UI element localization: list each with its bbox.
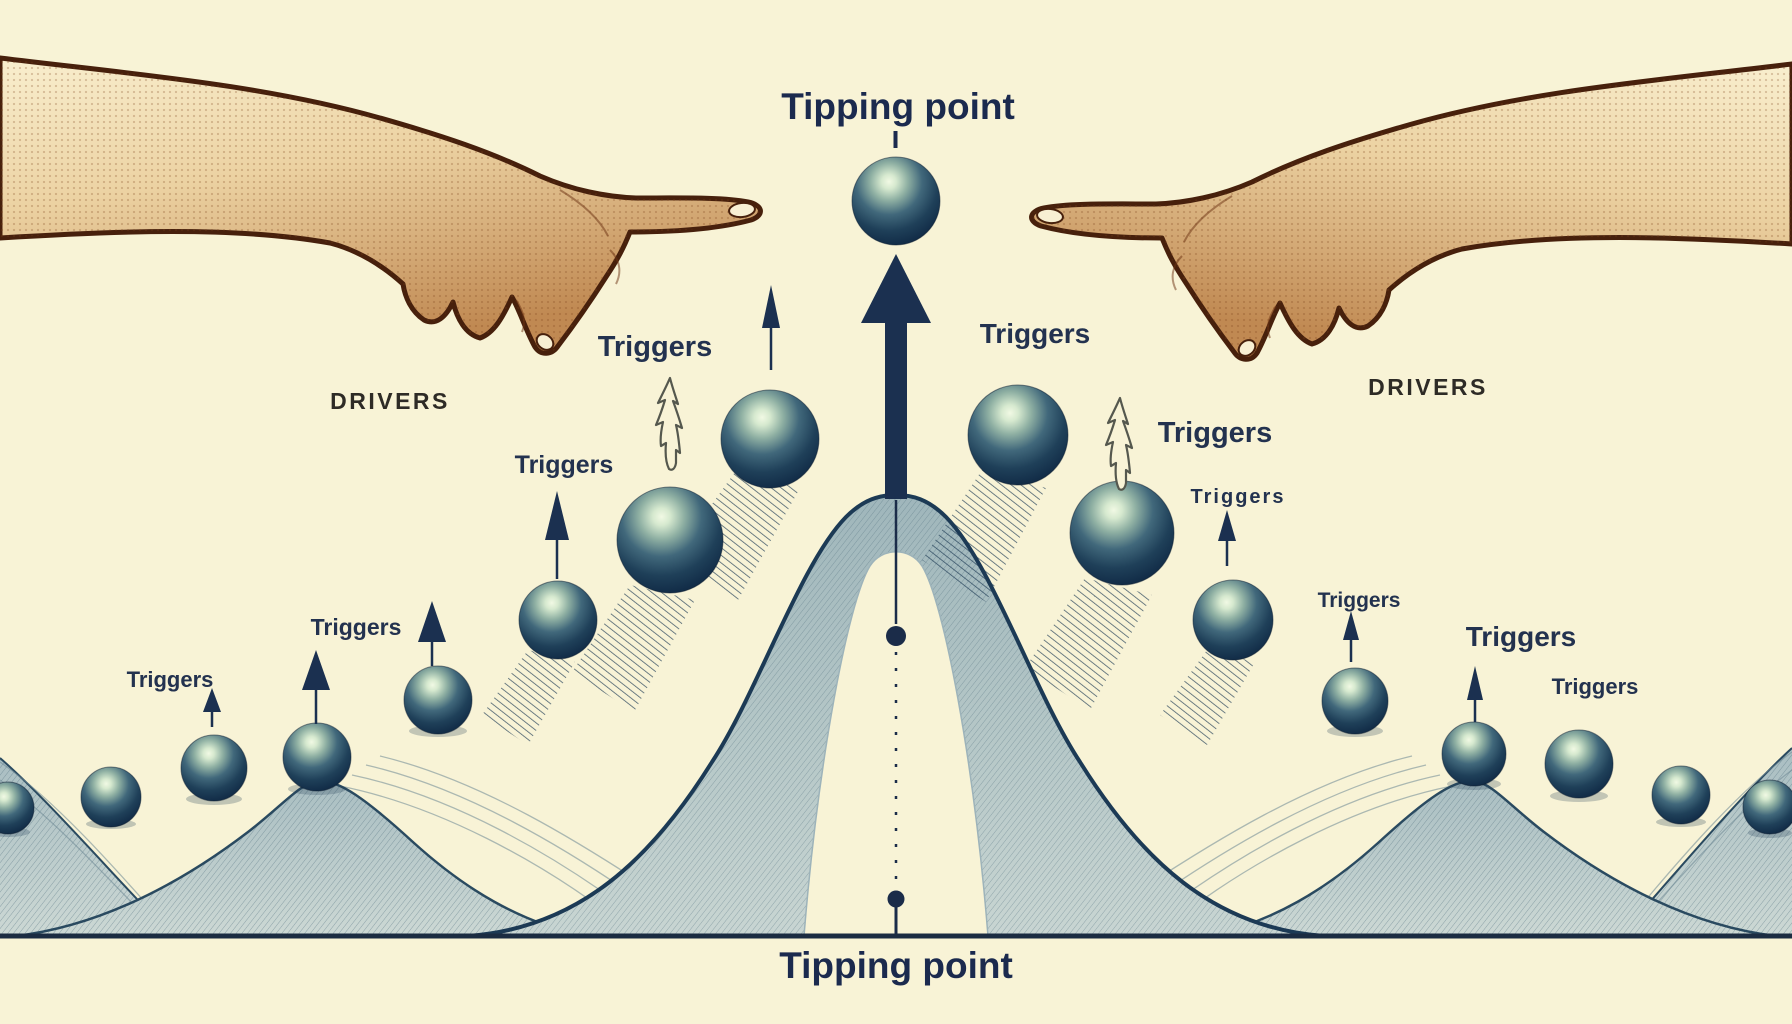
small-up-arrow-icon (1218, 510, 1236, 566)
spheres (0, 156, 1792, 835)
sphere-l6 (518, 580, 598, 660)
big-up-arrow-icon (861, 254, 931, 499)
sphere-l8 (720, 389, 820, 489)
sphere-r4 (1441, 721, 1507, 787)
tipping-point-title-bottom: Tipping point (779, 945, 1013, 986)
small-up-arrow-icon (762, 285, 780, 370)
corner-slope-left (0, 757, 173, 937)
tipping-point-title-top: Tipping point (781, 86, 1015, 127)
sphere-r8 (967, 384, 1069, 486)
tipping-axis (886, 500, 906, 934)
sphere-l7 (616, 486, 724, 594)
small-up-arrow-icon (1343, 611, 1359, 662)
sphere-r7 (1069, 480, 1175, 586)
sphere-r6 (1192, 579, 1274, 661)
sphere-l1 (0, 781, 35, 835)
small-up-arrow-icon (418, 601, 446, 666)
dot-marker-icon (887, 890, 905, 908)
sphere-l4 (282, 722, 352, 792)
triggers-label-r2: Triggers (1158, 417, 1272, 449)
sphere-l3 (180, 734, 248, 802)
trigger-arrows (203, 285, 1483, 727)
mountain-inner-window (803, 551, 989, 937)
triggers-label-l3: Triggers (515, 451, 614, 479)
small-up-arrow-icon (302, 650, 330, 724)
triggers-label-l4: Triggers (598, 331, 712, 363)
small-up-arrow-icon (545, 491, 569, 579)
sphere-r2 (1651, 765, 1711, 825)
triggers-label-r6: Triggers (1552, 674, 1639, 699)
triggers-label-r3: Triggers (1191, 486, 1286, 508)
small-up-arrow-icon (1467, 666, 1483, 722)
triggers-label-r4: Triggers (1318, 589, 1401, 612)
triggers-label-l1: Triggers (127, 667, 214, 692)
sphere-l2 (80, 766, 142, 828)
drivers-label-left: DRIVERS (330, 388, 450, 414)
drivers-label-right: DRIVERS (1368, 374, 1488, 400)
triggers-label-r5: Triggers (1466, 621, 1576, 652)
small-up-arrow-icon (203, 688, 221, 727)
sphere-top (851, 156, 941, 246)
central-mountain (467, 492, 1325, 938)
triggers-label-r1: Triggers (980, 318, 1090, 349)
sphere-l5 (403, 665, 473, 735)
ball-shadow-hatches (482, 470, 1255, 745)
sphere-r1 (1742, 779, 1792, 835)
dot-marker-icon (886, 626, 906, 646)
sphere-r5 (1321, 667, 1389, 735)
sphere-r3 (1544, 729, 1614, 799)
triggers-label-l2: Triggers (311, 614, 402, 640)
